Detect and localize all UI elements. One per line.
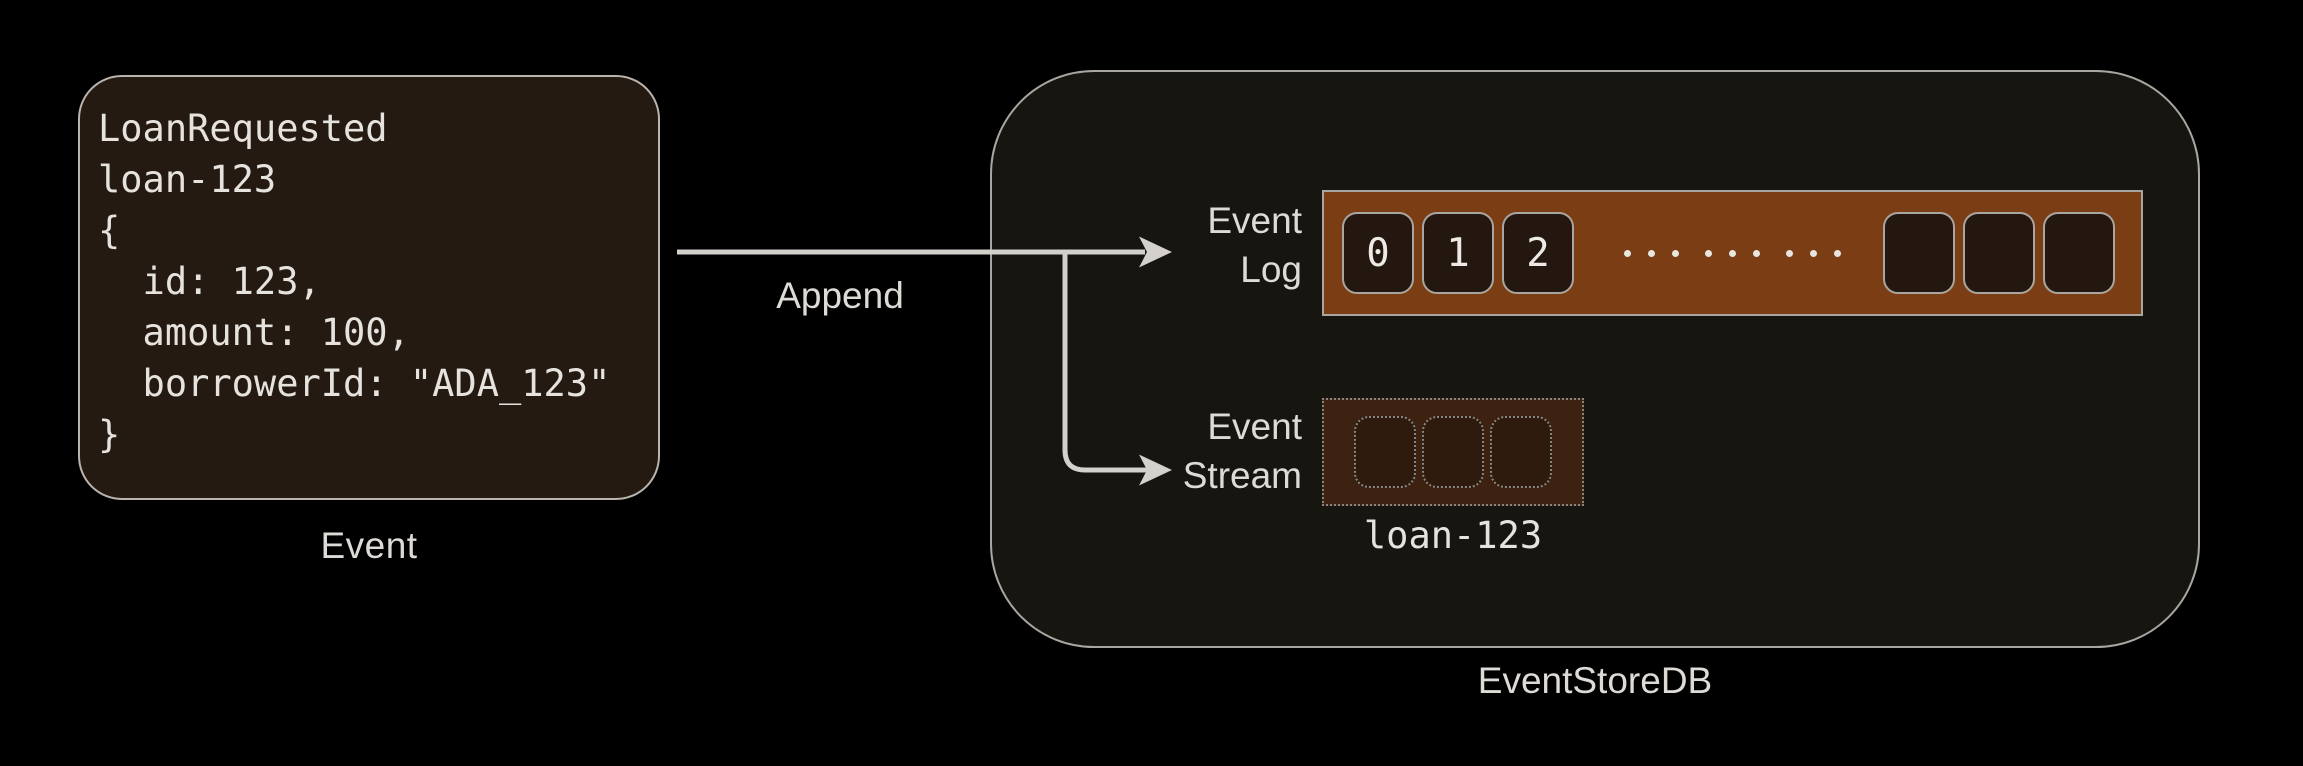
eventstoredb-container	[990, 70, 2200, 648]
event-stream-empty-cell[interactable]	[1490, 416, 1552, 488]
event-log-cell[interactable]: 0	[1342, 212, 1414, 294]
event-log-cell[interactable]: 1	[1422, 212, 1494, 294]
append-label: Append	[776, 275, 904, 316]
ellipsis-dot-icon	[1729, 249, 1736, 257]
event-stream-name: loan-123	[1363, 514, 1543, 557]
ellipsis-dot-icon	[1834, 249, 1841, 257]
event-log-ellipsis	[1586, 249, 1879, 257]
event-stream-label: Event Stream	[1182, 406, 1302, 496]
event-log-row: Event Log 0 1 2	[1130, 190, 2143, 316]
event-log-empty-cell[interactable]	[1963, 212, 2035, 294]
event-card-caption: Event	[320, 525, 418, 566]
ellipsis-dot-icon	[1753, 249, 1760, 257]
event-stream-bar	[1322, 398, 1584, 506]
ellipsis-dot-group	[1705, 249, 1760, 257]
event-log-cell[interactable]: 2	[1502, 212, 1574, 294]
event-payload-code: LoanRequested loan-123 { id: 123, amount…	[98, 107, 611, 456]
event-log-bar: 0 1 2	[1322, 190, 2143, 316]
ellipsis-dot-icon	[1810, 249, 1817, 257]
eventstoredb-caption: EventStoreDB	[1477, 660, 1713, 701]
ellipsis-dot-icon	[1648, 249, 1655, 257]
event-stream-row: Event Stream loan-123	[1130, 398, 1630, 557]
event-stream-empty-cell[interactable]	[1354, 416, 1416, 488]
ellipsis-dot-icon	[1705, 249, 1712, 257]
event-card: LoanRequested loan-123 { id: 123, amount…	[78, 75, 660, 500]
event-log-empty-cell[interactable]	[2043, 212, 2115, 294]
event-log-empty-cell[interactable]	[1883, 212, 1955, 294]
event-stream-empty-cell[interactable]	[1422, 416, 1484, 488]
ellipsis-dot-icon	[1624, 249, 1631, 257]
ellipsis-dot-icon	[1672, 249, 1679, 257]
ellipsis-dot-group	[1786, 249, 1841, 257]
event-log-label: Event Log	[1207, 200, 1302, 290]
ellipsis-dot-group	[1624, 249, 1679, 257]
ellipsis-dot-icon	[1786, 249, 1793, 257]
